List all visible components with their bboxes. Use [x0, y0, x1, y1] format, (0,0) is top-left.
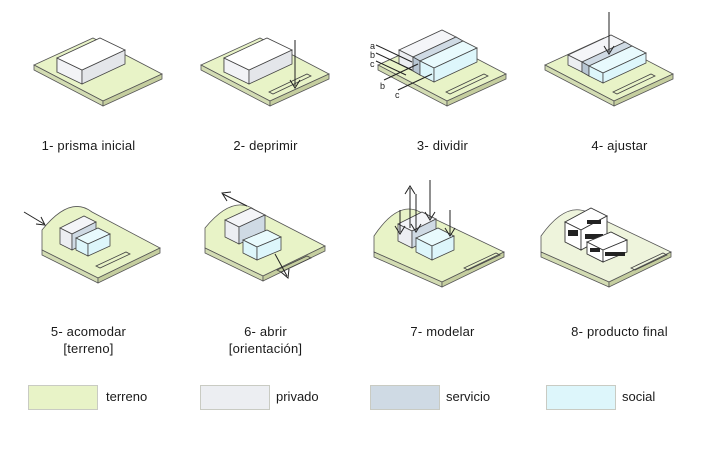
terrain-arrow [23, 211, 45, 225]
division-label-a: a [370, 41, 375, 51]
step-7-drawing [373, 180, 505, 288]
step-2-drawing [200, 37, 330, 107]
step-2-caption: 2- deprimir [233, 138, 298, 153]
step-5-caption: 5- acomodar [terreno] [50, 324, 127, 356]
legend-label-servicio: servicio [446, 389, 491, 404]
legend-label-social: social [622, 389, 656, 404]
legend-swatch-terreno [28, 385, 98, 410]
division-label-b-bottom: b [380, 81, 385, 91]
division-label-b: b [370, 50, 375, 60]
step-6-caption: 6- abrir [orientación] [228, 324, 303, 356]
step-6-drawing [204, 191, 326, 282]
step-7-caption: 7- modelar [410, 324, 475, 339]
division-label-c: c [370, 59, 375, 69]
step-1-drawing [33, 37, 163, 107]
step-8-drawing [540, 207, 672, 288]
step-3-drawing: a b c b c [370, 29, 507, 107]
legend-label-terreno: terreno [106, 389, 148, 404]
division-label-c-bottom: c [395, 90, 400, 100]
legend-swatch-servicio [370, 385, 440, 410]
step-5-drawing [23, 206, 161, 284]
open-arrow-up [222, 193, 248, 207]
step-4-drawing [544, 12, 674, 107]
step-8-caption: 8- producto final [571, 324, 668, 339]
step-4-caption: 4- ajustar [591, 138, 648, 153]
legend-label-privado: privado [276, 389, 319, 404]
model-arrows [394, 180, 456, 237]
step-1-caption: 1- prisma inicial [41, 138, 136, 153]
open-arrow-down [274, 253, 288, 277]
legend-swatch-privado [200, 385, 270, 410]
step-3-caption: 3- dividir [416, 138, 469, 153]
legend-swatch-social [546, 385, 616, 410]
